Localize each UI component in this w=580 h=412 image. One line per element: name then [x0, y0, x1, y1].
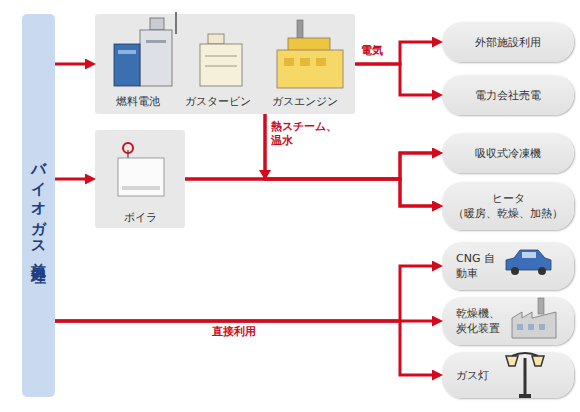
boiler-valve: [123, 143, 133, 153]
node-text: ヒータ: [492, 191, 525, 206]
equipment-box: 燃料電池ガスタービンガスエンジン: [95, 14, 355, 114]
node-text: 外部施設利用: [475, 35, 541, 50]
equipment-box: ボイラ: [95, 130, 185, 228]
engine-window: [300, 58, 310, 66]
node-text: 電力会社売電: [475, 88, 541, 103]
turbine-line: [205, 56, 237, 57]
car-wheel: [538, 267, 546, 275]
fuel-cell-body: [114, 44, 140, 86]
boiler-pipe: [127, 150, 129, 160]
use-pill: ガス灯: [442, 352, 574, 398]
turbine-body: [200, 44, 242, 86]
flow-arrow: [55, 321, 436, 375]
edge-label: 電気: [361, 44, 401, 58]
node-text: ボイラ: [95, 210, 185, 225]
engine-window: [284, 58, 294, 66]
car-window: [522, 252, 536, 258]
node-text: （暖房、乾燥、加熱）: [453, 206, 563, 221]
use-pill: 電力会社売電: [442, 75, 574, 115]
band: バイオガス前処理: [22, 14, 55, 397]
engine-roof: [288, 38, 330, 52]
factory-window: [528, 324, 534, 330]
flow-arrow: [185, 153, 436, 179]
use-pill: 吸収式冷凍機: [442, 133, 574, 173]
flow-arrow: [55, 63, 89, 66]
use-pill: ヒータ（暖房、乾燥、加熱）: [442, 182, 574, 230]
lamp-head: [506, 356, 518, 366]
lamp-post: [524, 358, 527, 396]
flow-arrow: [265, 114, 436, 179]
boiler-base: [122, 186, 160, 190]
arrow-head: [259, 170, 271, 180]
fuel-cell-vent: [118, 50, 136, 54]
factory-chimney: [538, 298, 544, 314]
use-pill: 外部施設利用: [442, 22, 574, 62]
fuel-cell-unit: [150, 18, 164, 30]
engine-body: [277, 50, 343, 88]
lamp-base: [519, 394, 531, 398]
turbine-line: [205, 66, 237, 67]
car-wheel: [511, 267, 519, 275]
flow-arrow: [185, 179, 436, 206]
flow-arrow: [355, 64, 436, 95]
car-body: [506, 250, 551, 270]
lamp-arm: [512, 353, 538, 356]
use-pill: 乾燥機、炭化装置: [442, 297, 574, 345]
flow-arrow: [55, 178, 89, 181]
factory-body: [512, 312, 556, 338]
lamp-head: [532, 356, 544, 366]
flow-arrow: [55, 266, 436, 321]
flow-arrow: [265, 114, 436, 206]
use-pill: CNG 自動車: [442, 242, 574, 290]
node-text: バイオガス前処理: [29, 151, 48, 260]
edge-label: 熱スチーム、温水: [271, 120, 343, 148]
factory-window: [539, 324, 545, 330]
node-text: CNG 自動車: [456, 251, 504, 281]
engine-stack: [297, 20, 303, 40]
fuel-cell-vent: [146, 40, 166, 43]
engine-window: [316, 58, 326, 66]
node-text: ガスエンジン: [265, 94, 345, 109]
node-text: 吸収式冷凍機: [475, 146, 541, 161]
factory-window: [517, 324, 523, 330]
flow-arrow: [355, 42, 436, 64]
fuel-cell-cabinet: [140, 30, 172, 86]
boiler-body: [118, 158, 164, 196]
node-text: 燃料電池: [103, 94, 173, 109]
node-text: 乾燥機、炭化装置: [456, 306, 504, 336]
fuel-cell-pipe: [175, 12, 177, 34]
turbine-top: [208, 34, 224, 44]
edge-label: 直接利用: [212, 325, 282, 339]
node-text: ガス灯: [456, 368, 504, 383]
node-text: ガスタービン: [182, 94, 254, 109]
